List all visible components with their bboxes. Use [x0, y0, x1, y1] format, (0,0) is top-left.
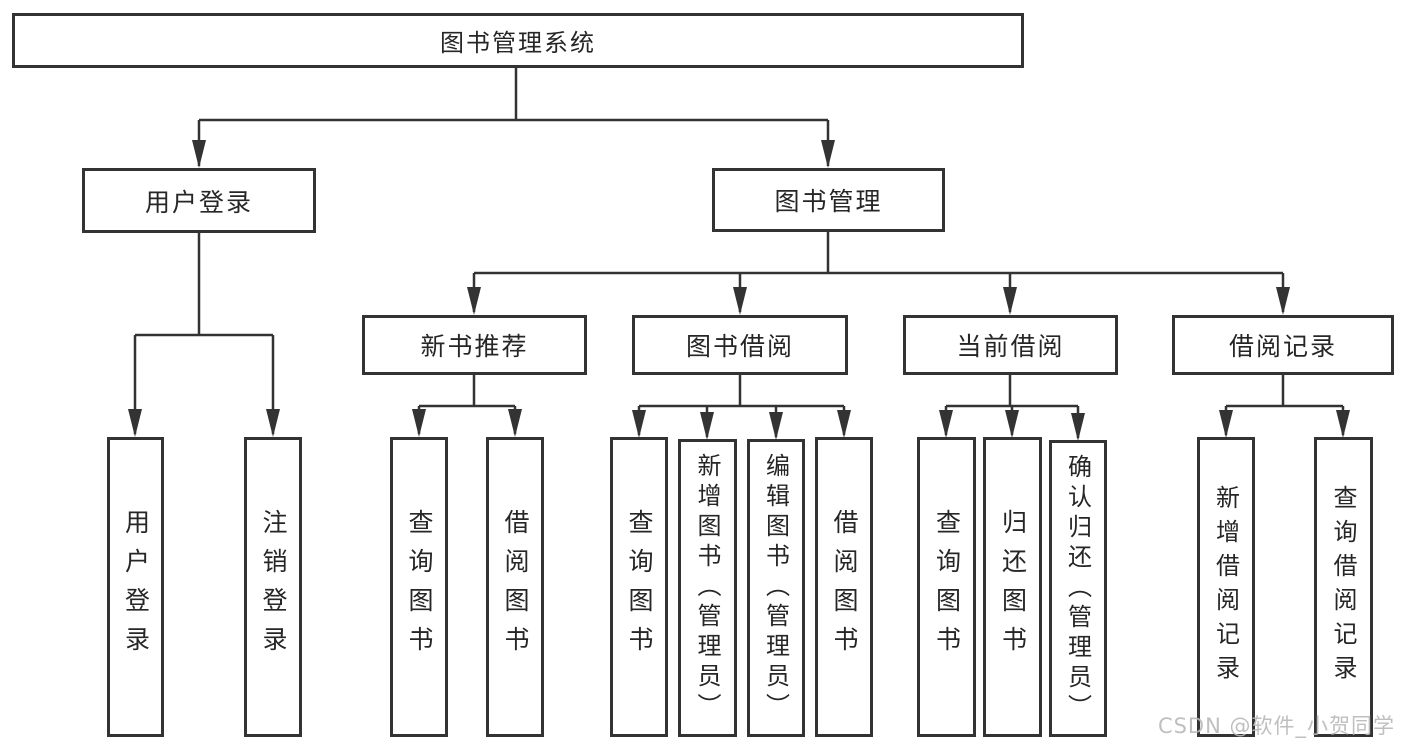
- leaf-borrow-query-books: 查询图书: [610, 437, 668, 737]
- leaf-records-query-record-label: 查询借阅记录: [1329, 485, 1357, 689]
- leaf-logout: 注销登录: [244, 437, 302, 737]
- leaf-records-add-record: 新增借阅记录: [1197, 437, 1255, 737]
- leaf-borrow-borrow-books-label: 借阅图书: [830, 509, 859, 665]
- node-borrowing-records: 借阅记录: [1172, 315, 1394, 375]
- leaf-current-confirm-return-admin: 确认归还（管理员）: [1049, 440, 1107, 737]
- leaf-current-confirm-return-admin-label: 确认归还（管理员）: [1063, 453, 1092, 724]
- node-book-management: 图书管理: [712, 168, 945, 232]
- node-library-system: 图书管理系统: [12, 13, 1024, 68]
- leaf-borrow-add-books-admin-label: 新增图书（管理员）: [693, 453, 721, 723]
- leaf-newrec-query-books-label: 查询图书: [405, 509, 434, 665]
- leaf-current-query-books-label: 查询图书: [932, 509, 962, 665]
- leaf-borrow-edit-books-admin-label: 编辑图书（管理员）: [761, 453, 790, 723]
- leaf-borrow-borrow-books: 借阅图书: [815, 437, 873, 737]
- leaf-records-add-record-label: 新增借阅记录: [1211, 485, 1240, 689]
- leaf-newrec-borrow-books: 借阅图书: [486, 437, 544, 737]
- leaf-user-login: 用户登录: [107, 437, 164, 737]
- leaf-newrec-query-books: 查询图书: [390, 437, 448, 737]
- leaf-current-query-books: 查询图书: [917, 437, 976, 737]
- leaf-borrow-edit-books-admin: 编辑图书（管理员）: [747, 439, 805, 737]
- node-current-borrowing: 当前借阅: [903, 315, 1118, 375]
- csdn-watermark: CSDN @软件_小贺同学: [1157, 714, 1395, 738]
- node-user-login: 用户登录: [82, 168, 316, 233]
- node-book-borrowing: 图书借阅: [632, 315, 848, 375]
- leaf-records-query-record: 查询借阅记录: [1314, 437, 1373, 737]
- leaf-borrow-add-books-admin: 新增图书（管理员）: [678, 439, 737, 737]
- node-new-book-recommend: 新书推荐: [362, 315, 587, 375]
- leaf-user-login-label: 用户登录: [121, 509, 151, 665]
- leaf-current-return-books-label: 归还图书: [998, 509, 1028, 665]
- leaf-borrow-query-books-label: 查询图书: [625, 509, 654, 665]
- leaf-newrec-borrow-books-label: 借阅图书: [501, 509, 530, 665]
- leaf-current-return-books: 归还图书: [983, 437, 1042, 737]
- leaf-logout-label: 注销登录: [259, 509, 288, 665]
